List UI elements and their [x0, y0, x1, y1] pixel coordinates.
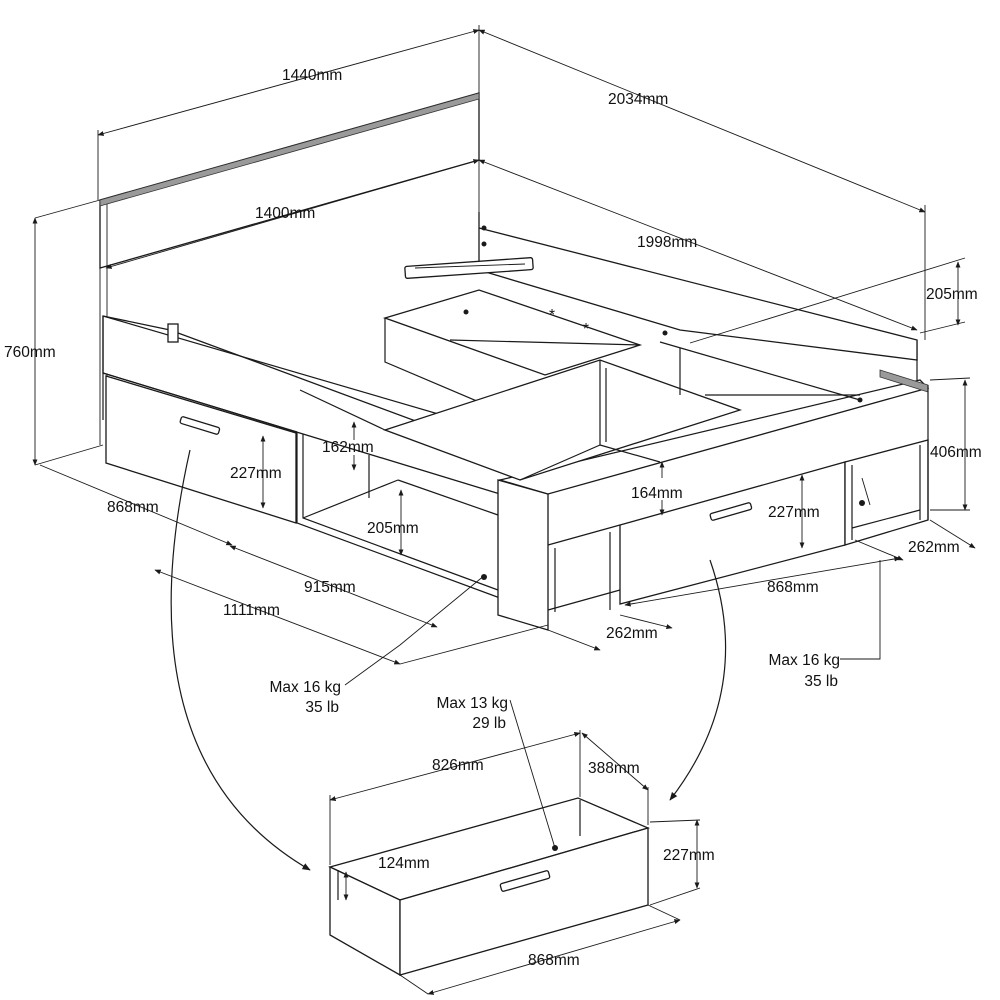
dim-left-shelf-top: 162mm — [322, 439, 374, 456]
drawer-load-lb: 29 lb — [472, 715, 506, 732]
drawer-height: 227mm — [663, 847, 715, 864]
dim-left-side-total: 1111mm — [223, 602, 280, 619]
svg-text:*: * — [549, 307, 555, 324]
drawer-load-kg: Max 13 kg — [436, 695, 508, 712]
dim-left-drawer-width: 868mm — [107, 499, 159, 516]
dimension-labels: 1440mm 2034mm 1400mm 1998mm 760mm 205mm … — [4, 67, 982, 642]
left-shelf-load-lb: 35 lb — [305, 699, 339, 716]
drawer-length: 826mm — [432, 757, 484, 774]
front-drawer-handle-icon[interactable] — [709, 502, 753, 521]
dim-right-shelf-depth: 262mm — [908, 539, 960, 556]
drawer-handle-icon[interactable] — [499, 870, 551, 892]
drawer-depth: 388mm — [588, 760, 640, 777]
dim-headboard-height: 760mm — [4, 344, 56, 361]
dim-top-clearance: 205mm — [926, 286, 978, 303]
left-shelf-load-kg: Max 16 kg — [269, 679, 341, 696]
right-shelf-load-lb: 35 lb — [804, 673, 838, 690]
drawer-front-width: 868mm — [528, 952, 580, 969]
drawer-labels: 826mm 388mm 124mm 227mm 868mm — [378, 757, 715, 969]
left-drawer-handle-icon[interactable] — [179, 416, 221, 435]
dim-overall-width: 1440mm — [282, 67, 342, 84]
drawer-inner-height: 124mm — [378, 855, 430, 872]
load-labels: Max 16 kg 35 lb Max 16 kg 35 lb Max 13 k… — [269, 652, 840, 732]
dim-mattress-length: 1998mm — [637, 234, 697, 251]
dim-overall-length: 2034mm — [608, 91, 668, 108]
dim-left-compartment: 915mm — [304, 579, 356, 596]
assembly-arrows — [170, 449, 727, 871]
dim-front-shelf-top: 164mm — [631, 485, 683, 502]
right-shelf-load-kg: Max 16 kg — [768, 652, 840, 669]
dim-front-drawer-height: 227mm — [768, 504, 820, 521]
dim-left-shelf-height: 205mm — [367, 520, 419, 537]
drawer-detail — [328, 797, 650, 977]
dimension-lines — [32, 25, 976, 995]
dim-left-drawer-height: 227mm — [230, 465, 282, 482]
dim-front-drawer-width: 868mm — [767, 579, 819, 596]
dim-mattress-width: 1400mm — [255, 205, 315, 222]
svg-text:*: * — [583, 321, 589, 338]
dim-frame-height: 406mm — [930, 444, 982, 461]
dim-front-shelf-depth: 262mm — [606, 625, 658, 642]
